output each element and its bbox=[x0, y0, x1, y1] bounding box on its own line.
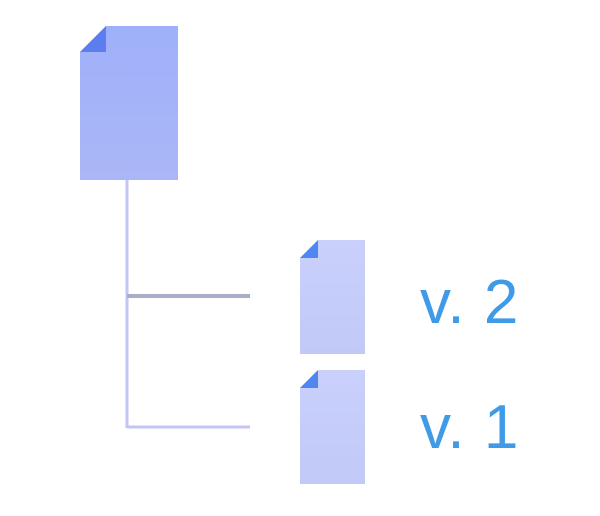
version-1-label: v. 1 bbox=[420, 393, 520, 462]
version-1-document-icon bbox=[300, 370, 365, 484]
root-document-icon bbox=[80, 26, 178, 180]
tree-connectors bbox=[125, 180, 250, 429]
version-2-label: v. 2 bbox=[420, 268, 520, 337]
version-2-document-icon bbox=[300, 240, 365, 354]
